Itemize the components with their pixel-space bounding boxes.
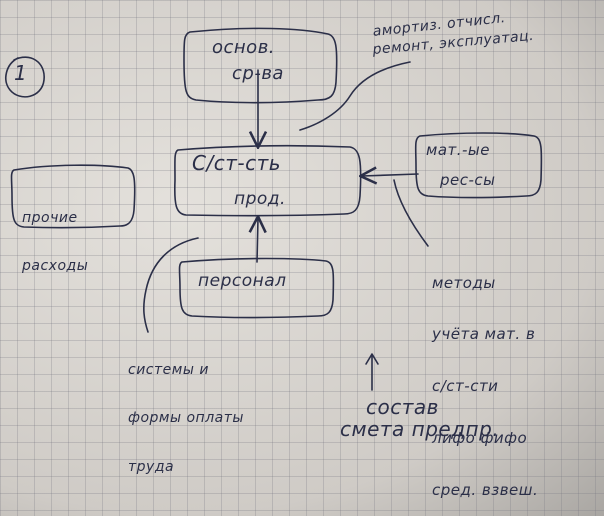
personnel-to-center-arrow [257,218,258,263]
methods-note: методы учёта мат. в с/ст-сти лифо фифо с… [432,240,538,516]
materials-label-line1: мат.-ые [426,141,490,159]
other-expenses-box [10,164,136,229]
center-label-line1: С/ст-сть [192,151,281,175]
fixed-assets-box [183,27,338,104]
paysys-leader [143,237,199,333]
methods-line: с/ст-сти [432,377,499,395]
other-expenses-label: прочие расходы [22,178,126,291]
materials-label-line2: рес-сы [440,171,496,189]
fixed-assets-label-line1: основ. [212,37,276,58]
number-circle [5,56,45,98]
pay-system-line: системы и [128,362,209,379]
other-expenses-line1: прочие [22,210,78,227]
other-expenses-line2: расходы [22,258,89,275]
methods-line: методы [432,273,496,292]
composition-note-line2: смета предпр. [340,417,500,441]
center-box [173,144,362,217]
composition-note-line1: состав [366,395,439,419]
materials-to-center-arrow [362,174,419,176]
pay-system-line: труда [128,458,175,475]
pay-system-line: формы оплаты [128,410,244,427]
center-label-line2: прод. [234,189,286,209]
methods-line: сред. взвеш. [432,480,539,499]
pay-system-note: системы и формы оплаты труда [128,330,244,491]
materials-box [414,132,543,199]
methods-leader [393,179,429,247]
section-number: 1 [14,61,28,85]
methods-line: учёта мат. в [432,325,536,344]
fixed-assets-label-line2: ср-ва [232,63,284,84]
depreciation-leader [299,61,411,131]
methods-line: лифо фифо [432,428,528,447]
personnel-label: персонал [198,271,287,291]
personnel-box [178,257,335,319]
